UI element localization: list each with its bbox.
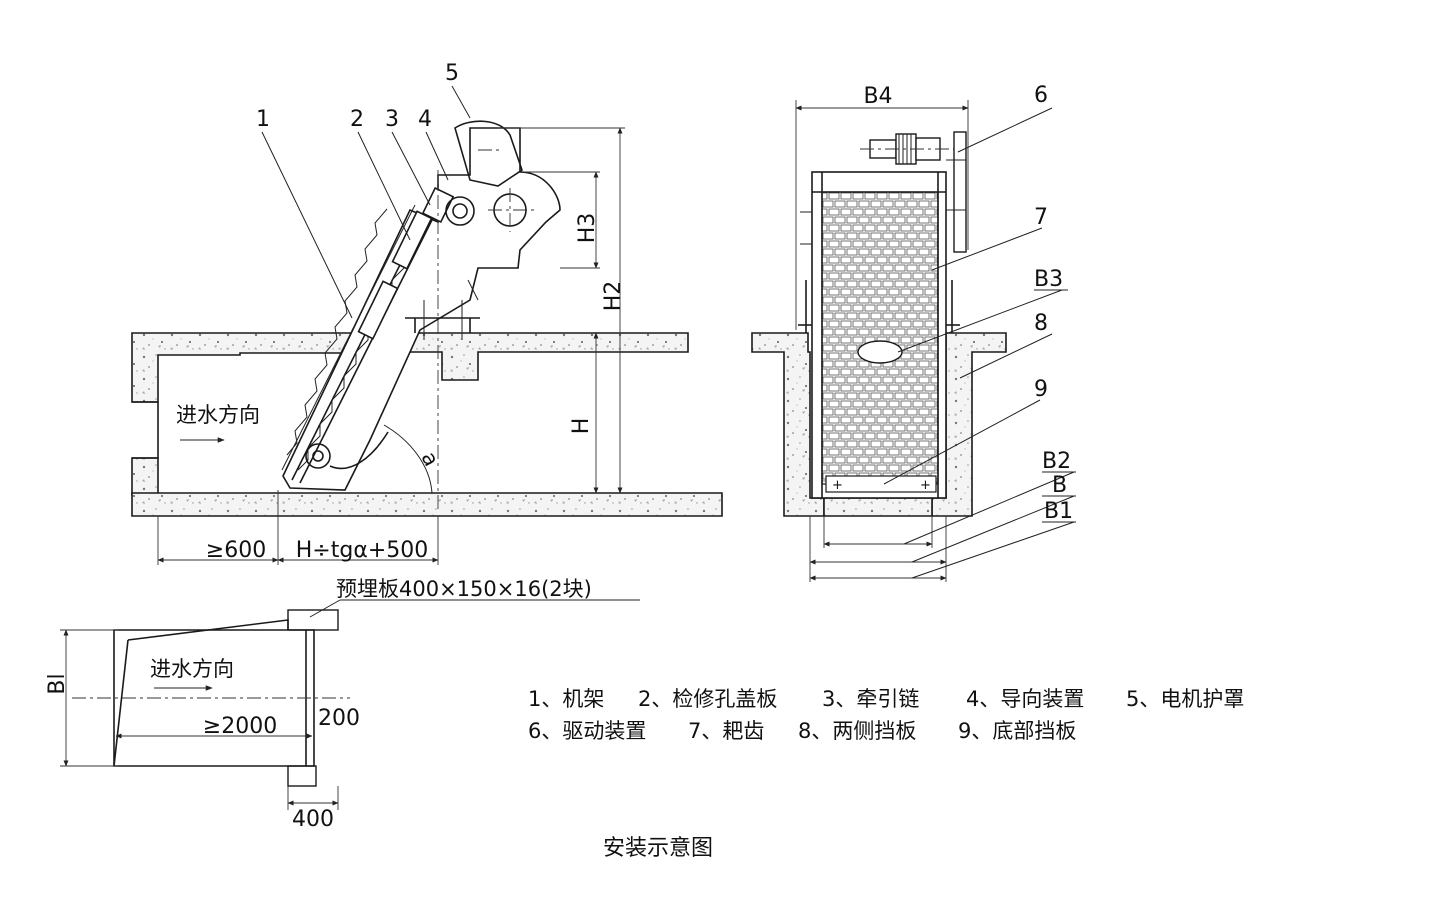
h-label: H [569, 418, 594, 435]
plan-b1-label: Bl [45, 673, 70, 694]
diagram-caption: 安装示意图 [603, 836, 713, 861]
b3-label: B3 [1034, 267, 1063, 292]
callout-5: 5 [445, 61, 459, 86]
svg-text:+: + [920, 478, 931, 493]
front-elevation-view: + + B4 [751, 83, 1076, 582]
callout-4: 4 [418, 107, 432, 132]
slope-length-label: H÷tgα+500 [296, 538, 429, 563]
concrete-bottom-slab [131, 492, 723, 517]
legend-item-4: 4、导向装置 [966, 687, 1084, 711]
b4-label: B4 [863, 84, 892, 109]
legend-item-8: 8、两侧挡板 [798, 719, 916, 743]
embedded-plate-label: 预埋板400×150×16(2块) [336, 577, 592, 601]
callout-3: 3 [385, 107, 399, 132]
legend-item-3: 3、牵引链 [822, 687, 919, 711]
parts-legend: 1、机架 2、检修孔盖板 3、牵引链 4、导向装置 5、电机护罩 6、驱动装置 … [528, 687, 1244, 743]
screen-frame [282, 127, 561, 491]
callout-9: 9 [1034, 377, 1048, 402]
traction-chain-3 [286, 208, 388, 456]
min-600-label: ≥600 [206, 538, 266, 563]
drive-device-6 [860, 131, 967, 253]
embedded-plate-bottom [287, 765, 317, 787]
callout-7: 7 [1034, 205, 1048, 230]
lower-sprocket [305, 443, 331, 469]
legend-item-9: 9、底部挡板 [958, 719, 1076, 743]
callout-1: 1 [256, 107, 270, 132]
concrete-top-slab-right [409, 332, 689, 381]
dim-200-label: 200 [318, 706, 360, 731]
plan-view: Bl 进水方向 ≥2000 200 400 预埋板400×150×16(2块) [45, 577, 640, 832]
legend-item-7: 7、耙齿 [688, 719, 764, 743]
b-label: B [1052, 473, 1067, 498]
bottom-baffle-9 [825, 475, 937, 493]
h2-label: H2 [601, 281, 626, 312]
motor-cover-5 [454, 120, 523, 187]
flow-direction-label-plan: 进水方向 [150, 657, 234, 681]
side-elevation-view: a 进水方向 H3 H2 H ≥600 H÷tgα+500 1 2 3 4 5 [131, 61, 723, 565]
svg-text:+: + [832, 478, 843, 493]
legend-item-1: 1、机架 [528, 687, 604, 711]
h3-label: H3 [575, 213, 600, 244]
concrete-left-wall-lower [131, 457, 159, 496]
front-concrete-bottom [823, 497, 933, 517]
b3-opening [857, 340, 903, 364]
embedded-plate-top [287, 609, 339, 631]
callout-2: 2 [350, 107, 364, 132]
upper-sprocket [445, 196, 475, 226]
legend-item-2: 2、检修孔盖板 [638, 687, 777, 711]
dim-400-label: 400 [292, 807, 334, 832]
flow-direction-label-side: 进水方向 [176, 403, 260, 427]
callout-6: 6 [1034, 83, 1048, 108]
b2-label: B2 [1042, 449, 1071, 474]
alpha-label: a [416, 448, 443, 471]
legend-item-6: 6、驱动装置 [528, 719, 646, 743]
callout-8: 8 [1034, 311, 1048, 336]
min-2000-label: ≥2000 [203, 714, 277, 739]
legend-item-5: 5、电机护罩 [1126, 687, 1244, 711]
b1-label: B1 [1044, 499, 1073, 524]
plan-channel [113, 629, 315, 767]
